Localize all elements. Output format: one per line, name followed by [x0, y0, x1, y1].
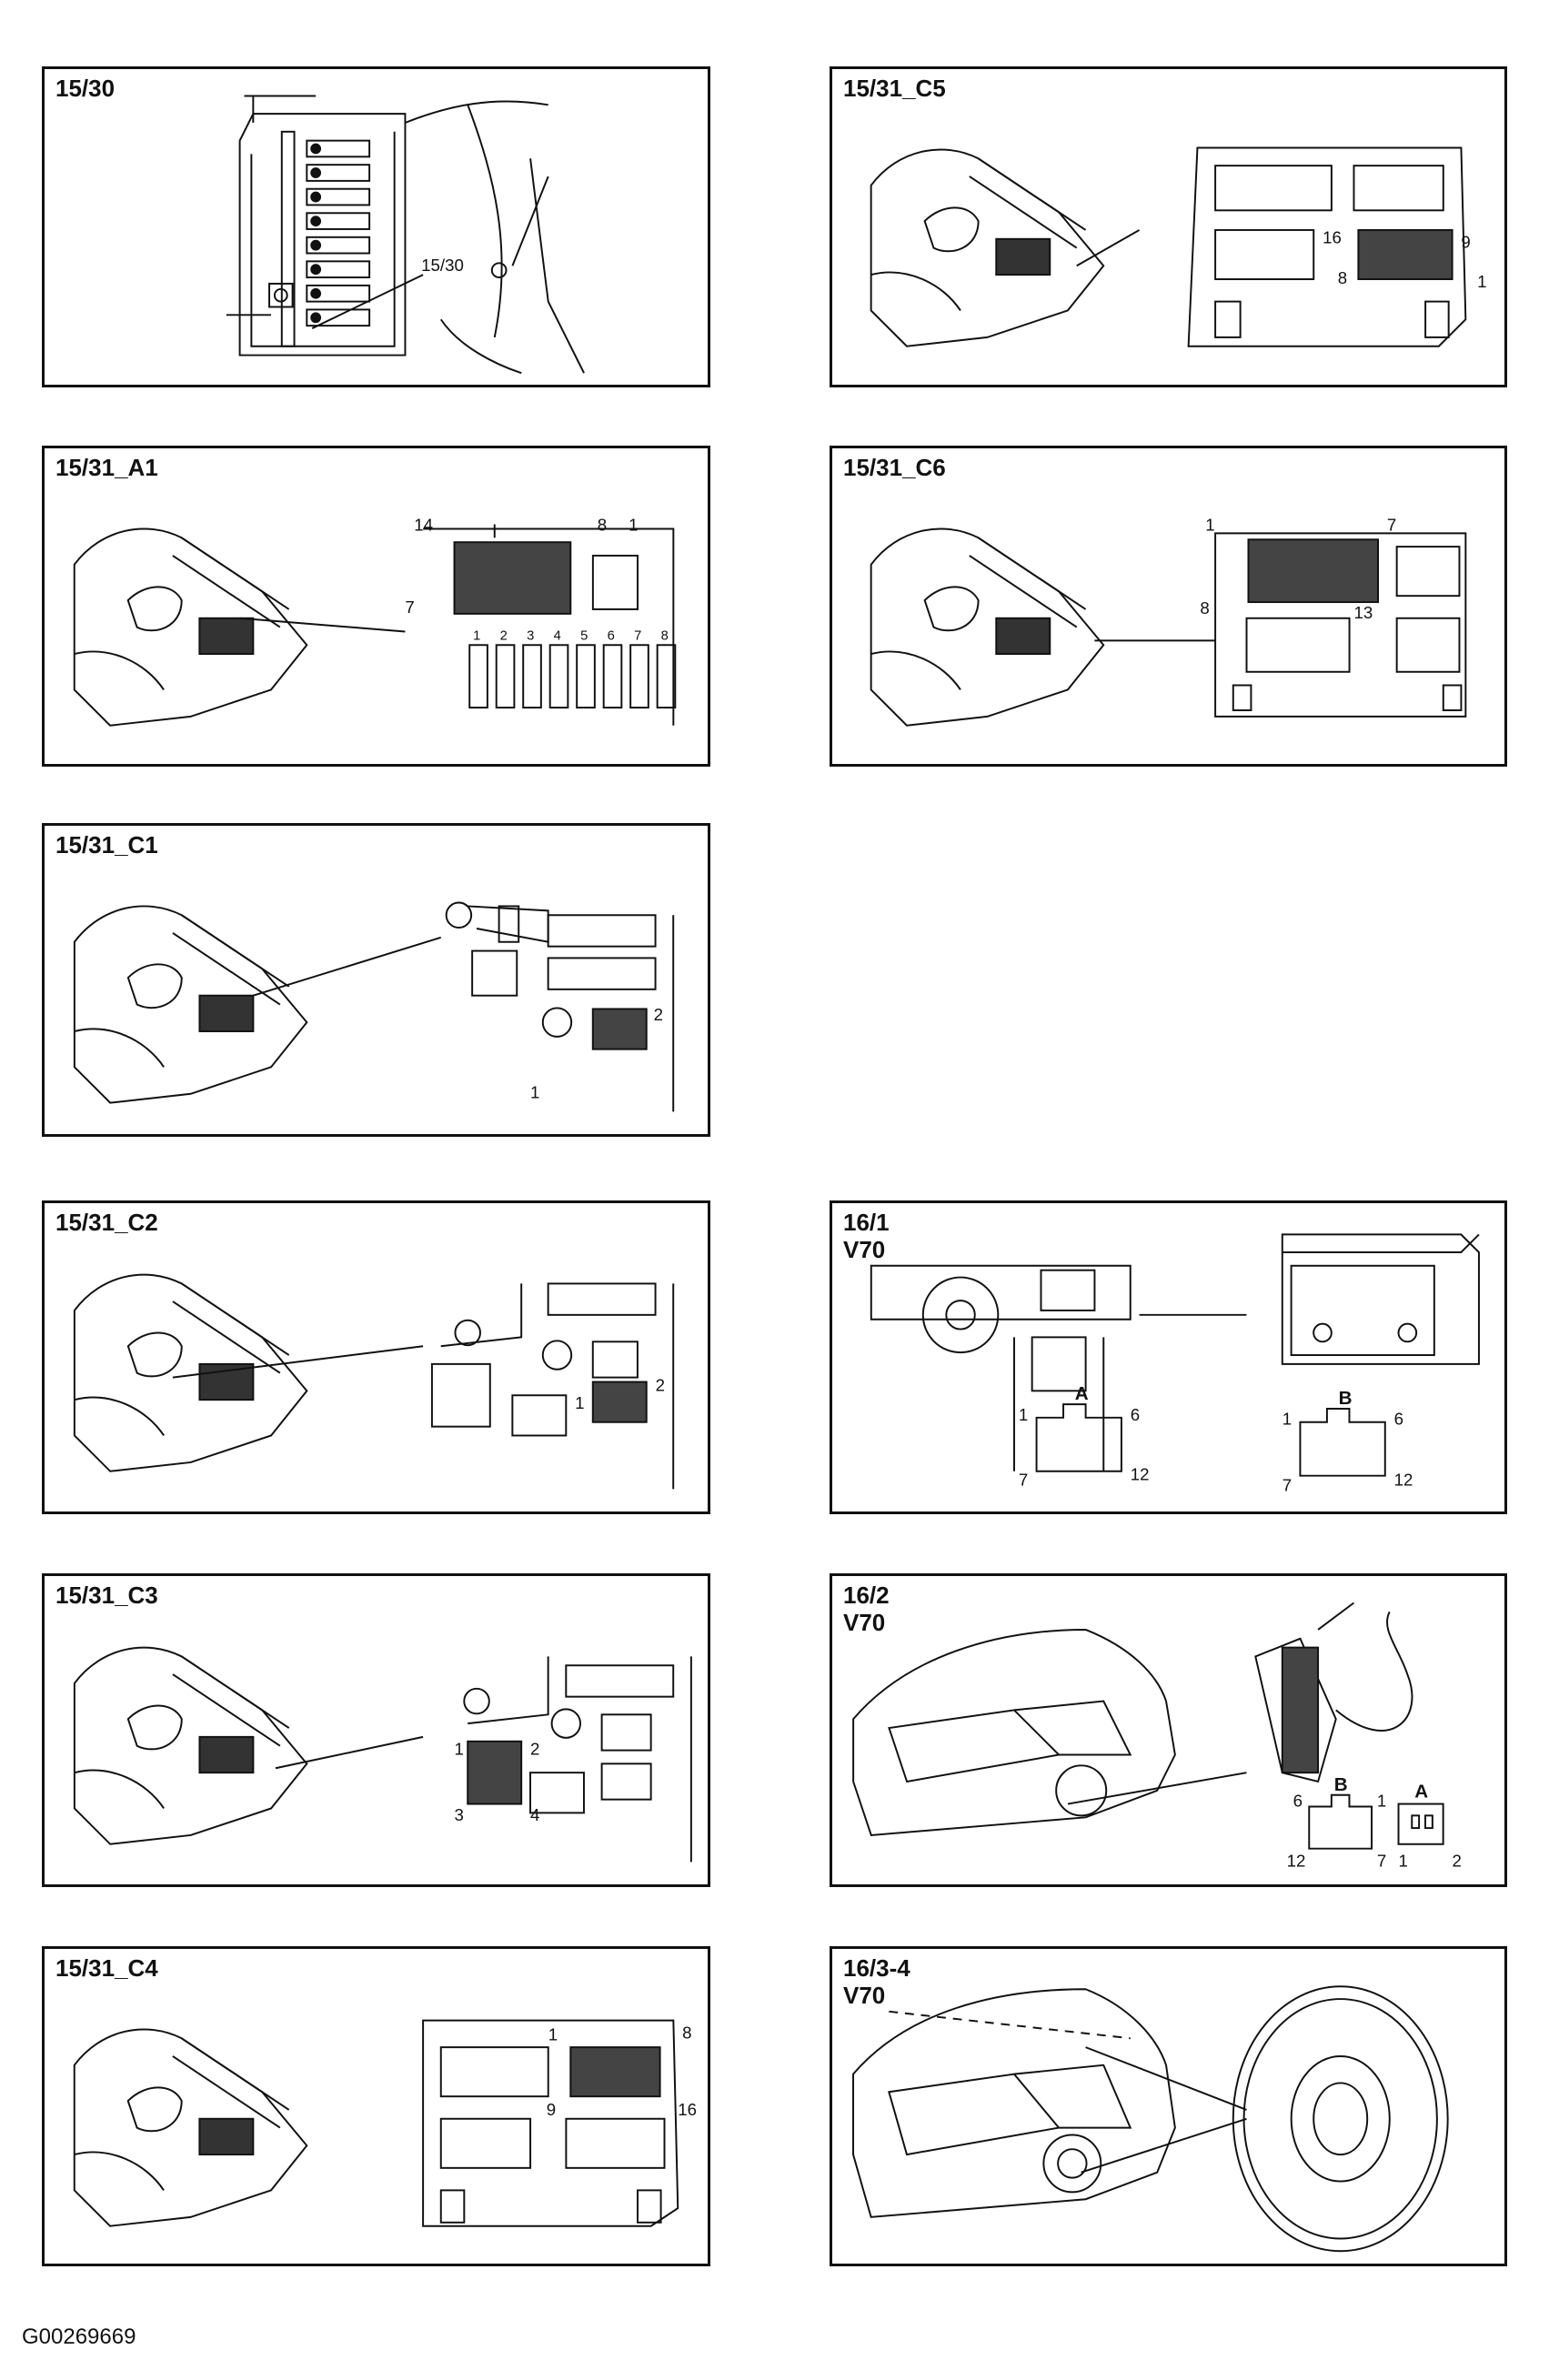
- fuse-slot: [522, 644, 542, 709]
- connector-a: [1035, 1403, 1122, 1472]
- connector-b-label: B: [1339, 1388, 1353, 1409]
- fuse-slot: [495, 644, 516, 709]
- pin-7: 7: [1282, 1475, 1292, 1494]
- panel-16-2: B 6 1 12 7 A 1 2 16/2 V70: [830, 1573, 1507, 1887]
- connector-a: [1397, 1803, 1444, 1845]
- pin-8: 8: [1200, 598, 1209, 618]
- fuse-number: 2: [500, 628, 508, 643]
- pin-3: 3: [454, 1805, 463, 1824]
- pin-7: 7: [1387, 515, 1396, 534]
- fuse-box-a1-illustration: 1 2 3 4 5 6 7 8 14 8 1 7: [73, 515, 677, 727]
- pin-1: 1: [629, 515, 638, 534]
- fuse-number: 5: [580, 628, 588, 643]
- pin-16: 16: [1323, 228, 1342, 247]
- panel-15-31-a1: 1 2 3 4 5 6 7 8 14 8 1 7 15/31_A1: [42, 446, 710, 767]
- fuse-number: 8: [661, 628, 669, 643]
- connector-b: [1299, 1408, 1386, 1477]
- pin-7: 7: [1019, 1471, 1028, 1490]
- panel-15-31-c6: 1 7 8 13 15/31_C6: [830, 446, 1507, 767]
- pin-13: 13: [1353, 603, 1373, 622]
- panel-title: 15/31_A1: [55, 454, 158, 481]
- connector-c3-illustration: 1 2 3 4: [73, 1646, 692, 1863]
- pin-16: 16: [678, 2100, 697, 2119]
- pin-2: 2: [656, 1375, 665, 1394]
- pin-1: 1: [454, 1740, 463, 1759]
- pin-1: 1: [548, 2024, 558, 2044]
- panel-title: 15/31_C6: [843, 454, 946, 481]
- connector-c5-illustration: 16 9 8 1: [870, 146, 1487, 347]
- pin-2: 2: [1452, 1851, 1461, 1870]
- pin-8: 8: [1338, 268, 1347, 287]
- connector-a-label: A: [1414, 1782, 1428, 1803]
- panel-title: 16/3-4 V70: [843, 1954, 910, 2009]
- fuse-number: 6: [608, 628, 615, 643]
- fuse-slot: [602, 644, 623, 709]
- pin-12: 12: [1394, 1471, 1413, 1490]
- panel-title: 16/1 V70: [843, 1209, 890, 1263]
- pin-7: 7: [405, 598, 414, 617]
- panel-title: 15/30: [55, 75, 116, 102]
- panel-15-31-c2: 1 2 15/31_C2: [42, 1200, 710, 1514]
- fuse-panel-illustration: 15/30: [226, 95, 585, 375]
- fuse-slot: [656, 644, 677, 709]
- fuse-number: 3: [527, 628, 534, 643]
- connector-b: [1308, 1793, 1373, 1850]
- pin-1: 1: [575, 1393, 584, 1412]
- panel-16-3-4: 16/3-4 V70: [830, 1946, 1507, 2266]
- pin-1: 1: [1377, 1792, 1386, 1811]
- connector-b-label: B: [1334, 1774, 1348, 1795]
- pin-7: 7: [1377, 1851, 1386, 1870]
- panel-15-31-c1: 2 1 15/31_C1: [42, 823, 710, 1137]
- connector-c2-illustration: 1 2: [73, 1273, 675, 1490]
- panel-15-31-c5: 16 9 8 1 15/31_C5: [830, 66, 1507, 387]
- pin-8: 8: [682, 2023, 691, 2042]
- fuse-slot: [468, 644, 488, 709]
- antenna-amplifier-illustration: B 6 1 12 7 A 1 2: [852, 1602, 1462, 1870]
- radio-connector-illustration: A 1 6 7 12 B 1 6 7 12: [870, 1233, 1480, 1494]
- fuse-slot: [548, 644, 569, 709]
- pin-2: 2: [654, 1005, 663, 1024]
- pin-14: 14: [414, 515, 433, 534]
- pin-1: 1: [1477, 272, 1486, 291]
- pin-1: 1: [1282, 1410, 1292, 1429]
- callout-15-30: 15/30: [421, 256, 464, 275]
- panel-title: 15/31_C1: [55, 831, 158, 859]
- pin-6: 6: [1293, 1792, 1303, 1811]
- connector-c6-illustration: 1 7 8 13: [870, 515, 1467, 727]
- fuse-number: 1: [473, 628, 480, 643]
- pin-12: 12: [1287, 1851, 1306, 1870]
- pin-12: 12: [1131, 1465, 1150, 1484]
- pin-9: 9: [547, 2100, 556, 2119]
- connector-c4-illustration: 1 8 9 16: [73, 2019, 697, 2227]
- pin-6: 6: [1131, 1405, 1140, 1424]
- pin-9: 9: [1461, 233, 1470, 252]
- panel-title: 15/31_C4: [55, 1954, 158, 1982]
- panel-title: 15/31_C5: [843, 75, 946, 102]
- pin-6: 6: [1394, 1410, 1403, 1429]
- connector-c1-illustration: 2 1: [73, 901, 675, 1112]
- panel-15-31-c3: 1 2 3 4 15/31_C3: [42, 1573, 710, 1887]
- panel-15-30: 15/30 15/30: [42, 66, 710, 387]
- panel-16-1: A 1 6 7 12 B 1 6 7 12 16/1 V70: [830, 1200, 1507, 1514]
- fuse-slot: [629, 644, 649, 709]
- figure-code: G00269669: [22, 2325, 136, 2349]
- pin-1: 1: [1019, 1405, 1028, 1424]
- panel-title: 16/2 V70: [843, 1582, 890, 1636]
- panel-15-31-c4: 1 8 9 16 15/31_C4: [42, 1946, 710, 2266]
- pin-1: 1: [1205, 515, 1214, 534]
- fuse-number: 4: [554, 628, 561, 643]
- speaker-illustration: [852, 1985, 1449, 2253]
- panel-title: 15/31_C3: [55, 1582, 158, 1609]
- pin-8: 8: [598, 515, 607, 534]
- pin-1: 1: [530, 1083, 539, 1102]
- fuse-slot: [576, 644, 596, 709]
- pin-4: 4: [530, 1805, 539, 1824]
- pin-2: 2: [530, 1740, 539, 1759]
- pin-1: 1: [1399, 1851, 1408, 1870]
- connector-a-label: A: [1075, 1383, 1089, 1404]
- panel-title: 15/31_C2: [55, 1209, 158, 1236]
- fuse-number: 7: [634, 628, 641, 643]
